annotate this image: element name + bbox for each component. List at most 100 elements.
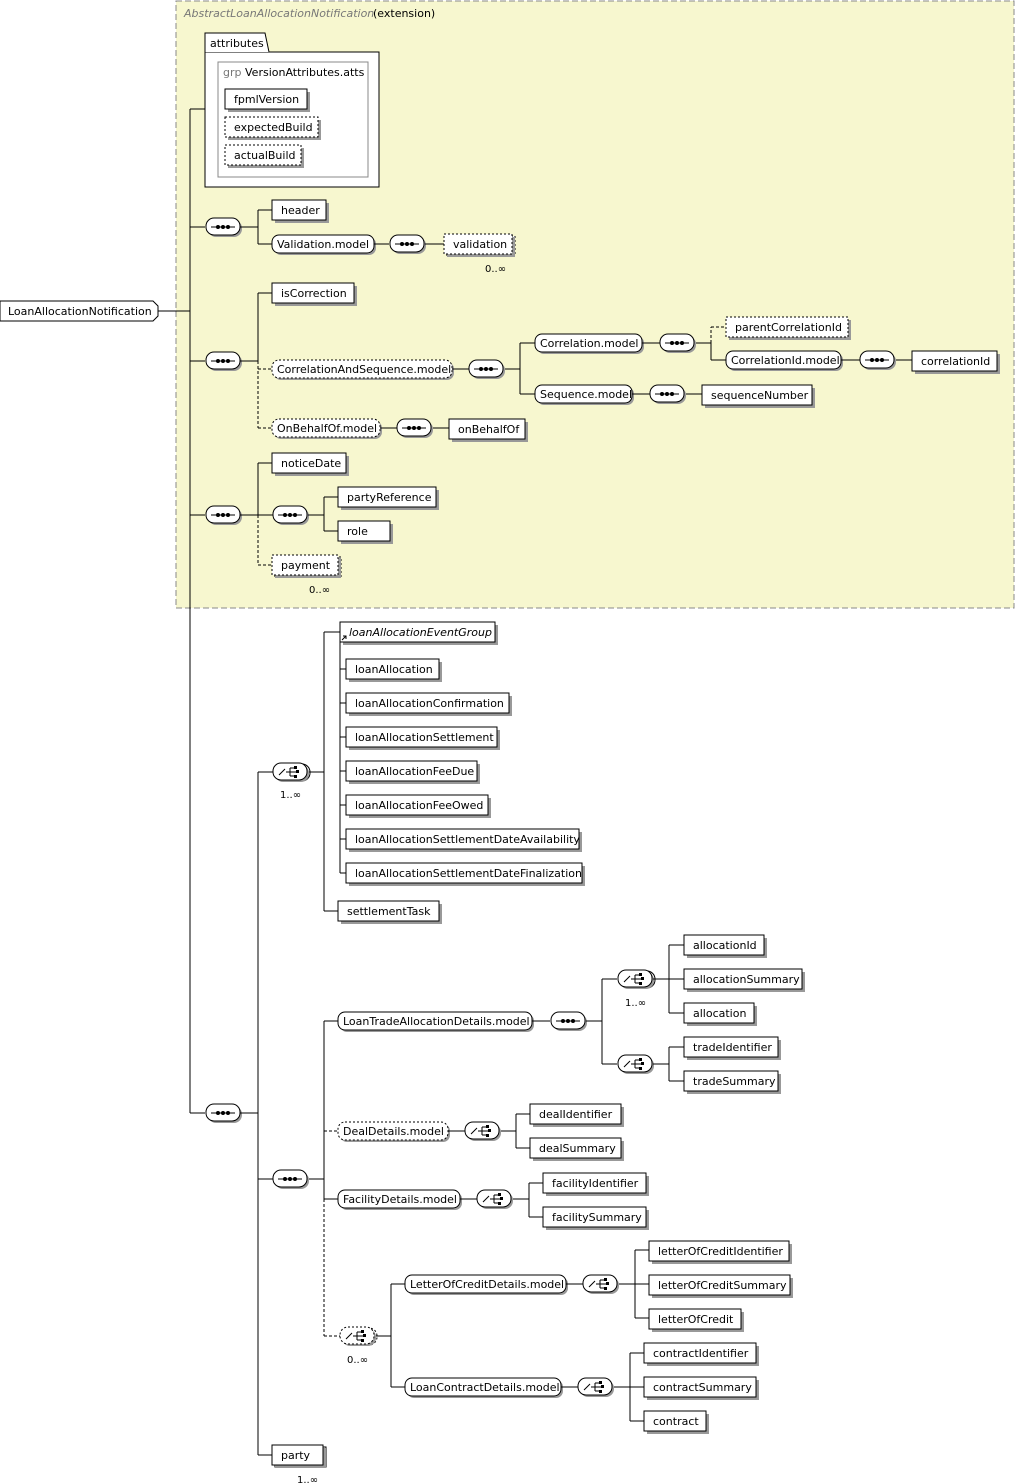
- element-letter_of_credit_summary[interactable]: letterOfCreditSummary: [648, 1274, 793, 1298]
- connector: [339, 632, 346, 874]
- element-loan_allocation_fee_owed[interactable]: loanAllocationFeeOwed: [345, 794, 491, 818]
- model-group-correlation_model[interactable]: Correlation.model: [534, 333, 644, 354]
- element-label: loanAllocationSettlement: [355, 731, 494, 744]
- element-header[interactable]: header: [271, 199, 329, 223]
- element-label: allocationSummary: [693, 973, 800, 986]
- connector: [309, 631, 340, 912]
- root-element[interactable]: LoanAllocationNotification: [0, 300, 159, 322]
- element-deal_summary[interactable]: dealSummary: [529, 1137, 624, 1161]
- element-allocation_id[interactable]: allocationId: [683, 934, 767, 958]
- choice-compositor-icon: [476, 1189, 513, 1209]
- element-trade_identifier[interactable]: tradeIdentifier: [683, 1036, 781, 1060]
- element-notice_date[interactable]: noticeDate: [271, 452, 349, 476]
- connector: [240, 209, 272, 245]
- element-contract_summary[interactable]: contractSummary: [643, 1376, 759, 1400]
- connector: [532, 978, 617, 1065]
- element-label: loanAllocationEventGroup: [349, 626, 492, 639]
- element-label: loanAllocationSettlementDateFinalization: [355, 867, 582, 880]
- model-group-label: CorrelationAndSequence.model: [277, 363, 451, 376]
- element-contract_identifier[interactable]: contractIdentifier: [643, 1342, 759, 1366]
- model-group-correlation_id_model[interactable]: CorrelationId.model: [725, 350, 843, 371]
- element-letter_of_credit[interactable]: letterOfCredit: [648, 1308, 744, 1332]
- extension-type-name: AbstractLoanAllocationNotification: [183, 7, 374, 20]
- sequence-compositor-icon: [272, 1169, 309, 1189]
- element-party_reference[interactable]: partyReference: [337, 486, 439, 510]
- element-label: letterOfCreditSummary: [658, 1279, 787, 1292]
- attribute-label: actualBuild: [234, 149, 295, 162]
- model-group-label: Correlation.model: [540, 337, 638, 350]
- model-group-validation_model[interactable]: Validation.model: [271, 234, 376, 255]
- element-loan_allocation[interactable]: loanAllocation: [345, 658, 442, 682]
- element-allocation[interactable]: allocation: [683, 1002, 757, 1026]
- cardinality-label: 1..∞: [625, 998, 646, 1009]
- element-parent_correlation_id[interactable]: parentCorrelationId: [725, 316, 851, 340]
- choice-compositor-icon: [617, 969, 656, 989]
- element-label: validation: [453, 238, 507, 251]
- model-group-facility_details_model[interactable]: FacilityDetails.model: [337, 1189, 462, 1210]
- element-label: onBehalfOf: [458, 423, 520, 436]
- attributes-tab: [204, 32, 270, 53]
- element-letter_of_credit_identifier[interactable]: letterOfCreditIdentifier: [648, 1240, 792, 1264]
- model-group-label: CorrelationId.model: [731, 354, 840, 367]
- element-on_behalf_of[interactable]: onBehalfOf: [448, 418, 528, 442]
- element-payment[interactable]: payment: [271, 554, 342, 578]
- connector: [240, 292, 272, 362]
- element-label: role: [347, 525, 368, 538]
- attribute-expectedBuild[interactable]: expectedBuild: [224, 116, 321, 140]
- element-label: contractSummary: [653, 1381, 752, 1394]
- sequence-compositor-icon: [205, 351, 242, 371]
- element-facility_identifier[interactable]: facilityIdentifier: [542, 1172, 649, 1196]
- element-loan_allocation_confirmation[interactable]: loanAllocationConfirmation: [345, 692, 512, 716]
- element-loan_allocation_settlement_date_availability[interactable]: loanAllocationSettlementDateAvailability: [345, 828, 582, 852]
- attribute-fpmlVersion[interactable]: fpmlVersion: [224, 88, 310, 112]
- connector: [653, 1046, 684, 1082]
- model-group-letter_of_credit_details_model[interactable]: LetterOfCreditDetails.model: [404, 1274, 568, 1295]
- model-group-loan_trade_allocation_details_model[interactable]: LoanTradeAllocationDetails.model: [337, 1011, 534, 1032]
- model-group-correlation_and_sequence_model[interactable]: CorrelationAndSequence.model: [271, 359, 454, 380]
- element-label: parentCorrelationId: [735, 321, 842, 334]
- element-loan_allocation_fee_due[interactable]: loanAllocationFeeDue: [345, 760, 480, 784]
- extension-kind-label: (extension): [373, 7, 435, 20]
- connector: [460, 1182, 543, 1218]
- connector: [257, 361, 272, 429]
- element-allocation_summary[interactable]: allocationSummary: [683, 968, 805, 992]
- element-label: letterOfCredit: [658, 1313, 734, 1326]
- element-contract[interactable]: contract: [643, 1410, 709, 1434]
- element-loan_allocation_settlement[interactable]: loanAllocationSettlement: [345, 726, 500, 750]
- element-deal_identifier[interactable]: dealIdentifier: [529, 1103, 624, 1127]
- element-party[interactable]: party: [271, 1444, 327, 1468]
- cardinality-label: 1..∞: [280, 790, 301, 801]
- element-trade_summary[interactable]: tradeSummary: [683, 1070, 781, 1094]
- element-label: dealIdentifier: [539, 1108, 613, 1121]
- model-group-loan_contract_details_model[interactable]: LoanContractDetails.model: [404, 1377, 563, 1398]
- choice-compositor-icon: [339, 1326, 378, 1346]
- attribute-actualBuild[interactable]: actualBuild: [224, 144, 304, 168]
- element-validation[interactable]: validation: [443, 233, 516, 257]
- element-is_correction[interactable]: isCorrection: [271, 282, 357, 306]
- attribute-label: fpmlVersion: [234, 93, 299, 106]
- element-loan_allocation_event_group[interactable]: loanAllocationEventGroup: [339, 621, 498, 645]
- sequence-compositor-icon: [205, 505, 242, 525]
- model-group-sequence_model[interactable]: Sequence.model: [534, 384, 634, 405]
- element-label: partyReference: [347, 491, 432, 504]
- choice-compositor-icon: [272, 762, 311, 782]
- sequence-compositor-icon: [389, 234, 426, 254]
- element-facility_summary[interactable]: facilitySummary: [542, 1206, 649, 1230]
- element-label: sequenceNumber: [711, 389, 809, 402]
- element-label: party: [281, 1449, 311, 1462]
- model-group-label: DealDetails.model: [343, 1125, 444, 1138]
- sequence-compositor-icon: [659, 333, 696, 353]
- choice-compositor-icon: [617, 1054, 654, 1074]
- model-group-deal_details_model[interactable]: DealDetails.model: [337, 1121, 450, 1142]
- attributes-tab-label: attributes: [210, 37, 264, 50]
- element-correlation_id[interactable]: correlationId: [911, 350, 1000, 374]
- element-sequence_number[interactable]: sequenceNumber: [701, 384, 815, 408]
- element-settlement_task[interactable]: settlementTask: [337, 900, 442, 924]
- element-label: contractIdentifier: [653, 1347, 749, 1360]
- element-role[interactable]: role: [337, 520, 393, 544]
- model-group-on_behalf_of_model[interactable]: OnBehalfOf.model: [271, 418, 382, 439]
- element-label: allocation: [693, 1007, 746, 1020]
- element-loan_allocation_settlement_date_finalization[interactable]: loanAllocationSettlementDateFinalization: [345, 862, 585, 886]
- connector: [642, 342, 726, 361]
